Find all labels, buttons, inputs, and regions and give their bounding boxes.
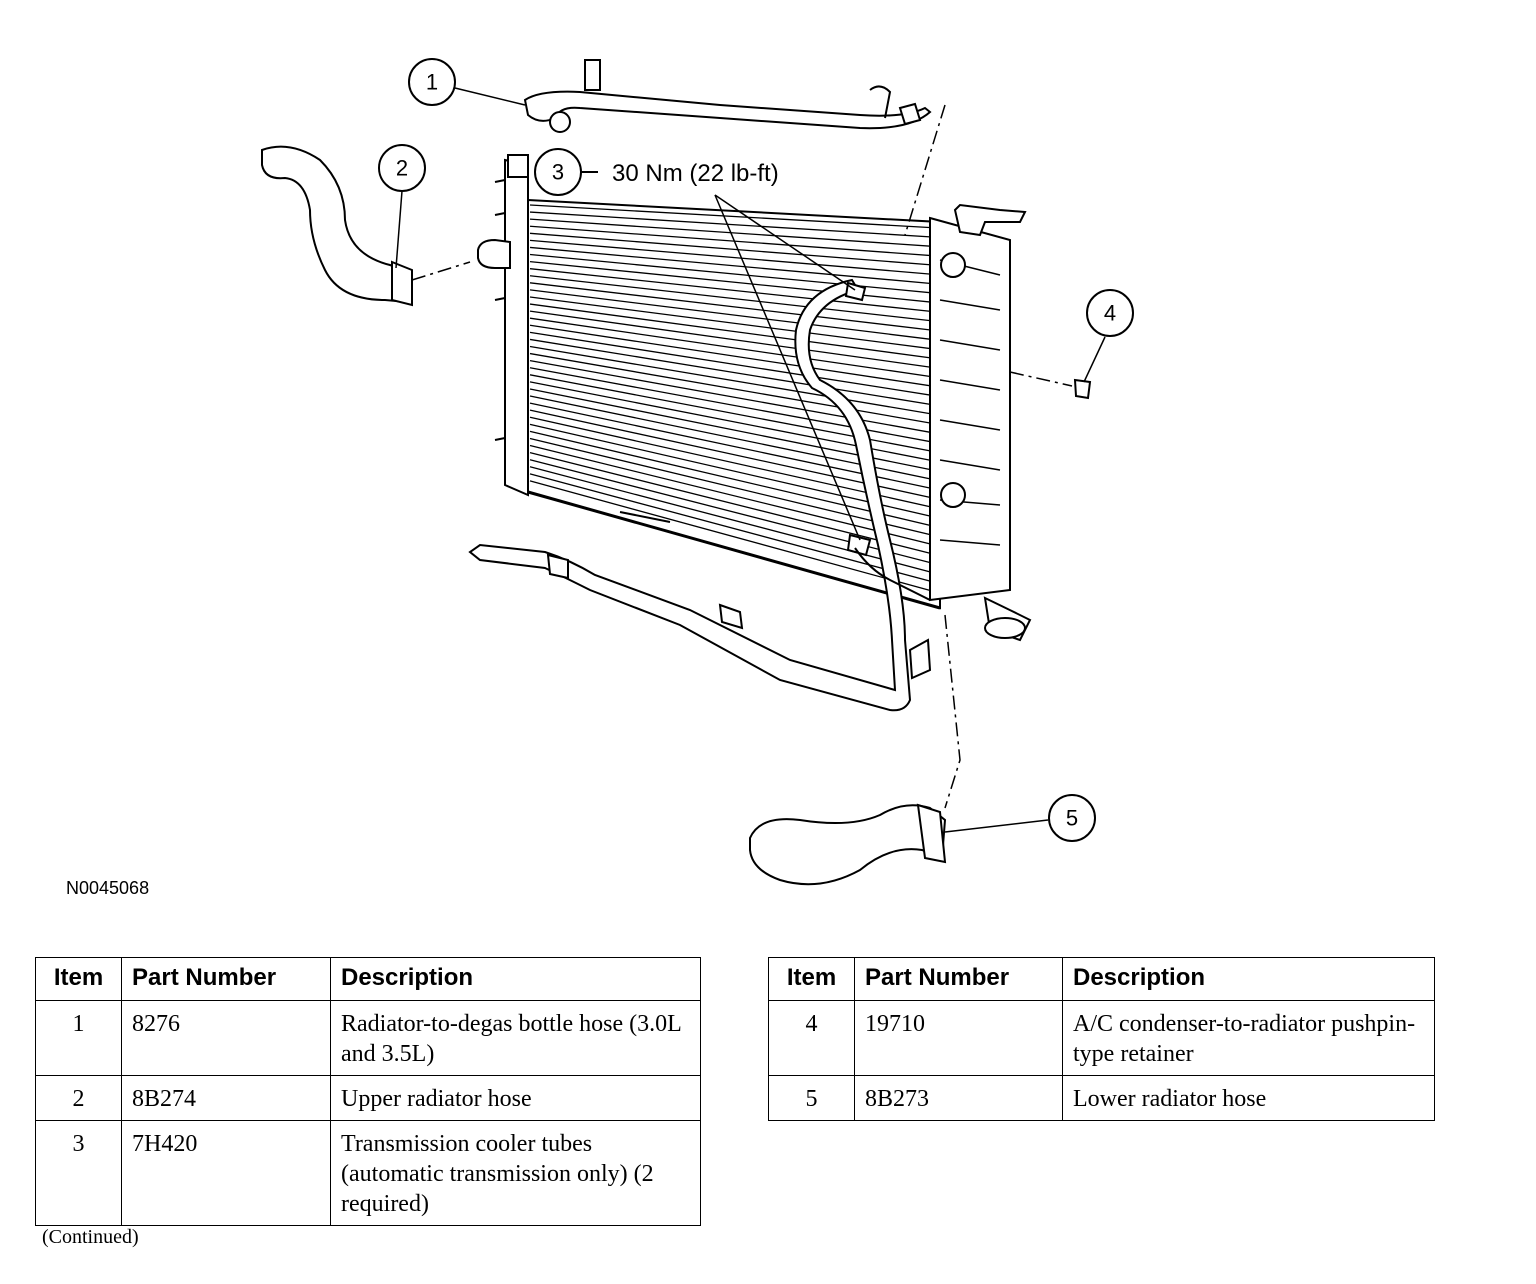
header-part-number: Part Number	[121, 957, 331, 1001]
cell-part-number: 8B274	[121, 1075, 331, 1121]
callout-4: 4	[1086, 289, 1134, 337]
figure-id: N0045068	[66, 878, 150, 898]
parts-table-right: Item Part Number Description 4 19710 A/C…	[768, 957, 1435, 1121]
callout-3: 3	[534, 148, 598, 196]
transmission-cooler-tube-lower	[854, 547, 931, 601]
pushpin-retainer	[1073, 378, 1092, 400]
callout-1: 1	[408, 58, 456, 106]
header-part-number: Part Number	[854, 957, 1063, 1001]
cell-item: 3	[35, 1120, 122, 1226]
cell-part-number: 7H420	[121, 1120, 331, 1226]
svg-text:1: 1	[426, 70, 438, 95]
torque-label: 30 Nm (22 lb-ft)	[612, 160, 779, 187]
continued-note: (Continued)	[42, 1226, 139, 1248]
svg-text:3: 3	[552, 160, 564, 185]
header-item: Item	[768, 957, 855, 1001]
cell-description: Radiator-to-degas bottle hose (3.0L and …	[330, 1000, 701, 1076]
cell-item: 5	[768, 1075, 855, 1121]
cell-item: 2	[35, 1075, 122, 1121]
upper-radiator-hose	[261, 145, 412, 304]
cell-item: 4	[768, 1000, 855, 1076]
table-header-row: Item Part Number Description	[768, 957, 1435, 1001]
cell-description: Upper radiator hose	[330, 1075, 701, 1121]
radiator-left-tank	[504, 158, 529, 497]
cell-description: Transmission cooler tubes (automatic tra…	[330, 1120, 701, 1226]
cell-description: A/C condenser-to-radiator pushpin-type r…	[1062, 1000, 1435, 1076]
svg-text:2: 2	[396, 156, 408, 181]
lower-radiator-hose	[749, 804, 947, 886]
header-item: Item	[35, 957, 122, 1001]
degas-bottle-hose	[523, 90, 932, 130]
cell-part-number: 8276	[121, 1000, 331, 1076]
cell-description: Lower radiator hose	[1062, 1075, 1435, 1121]
svg-text:4: 4	[1104, 301, 1116, 326]
table-header-row: Item Part Number Description	[35, 957, 701, 1001]
header-description: Description	[330, 957, 701, 1001]
table-row: 5 8B273 Lower radiator hose	[768, 1075, 1435, 1121]
callout-5: 5	[1048, 794, 1096, 842]
table-row: 3 7H420 Transmission cooler tubes (autom…	[35, 1120, 701, 1226]
callout-2: 2	[378, 144, 426, 192]
svg-text:5: 5	[1066, 806, 1078, 831]
radiator-fins	[529, 204, 939, 594]
header-description: Description	[1062, 957, 1435, 1001]
table-row: 2 8B274 Upper radiator hose	[35, 1075, 701, 1121]
cell-item: 1	[35, 1000, 122, 1076]
parts-table-left: Item Part Number Description 1 8276 Radi…	[35, 957, 701, 1226]
cell-part-number: 19710	[854, 1000, 1063, 1076]
table-row: 1 8276 Radiator-to-degas bottle hose (3.…	[35, 1000, 701, 1076]
radiator-exploded-diagram: 1 2 3 30 Nm (22 lb-ft) 4 5	[261, 58, 1134, 886]
cell-part-number: 8B273	[854, 1075, 1063, 1121]
table-row: 4 19710 A/C condenser-to-radiator pushpi…	[768, 1000, 1435, 1076]
